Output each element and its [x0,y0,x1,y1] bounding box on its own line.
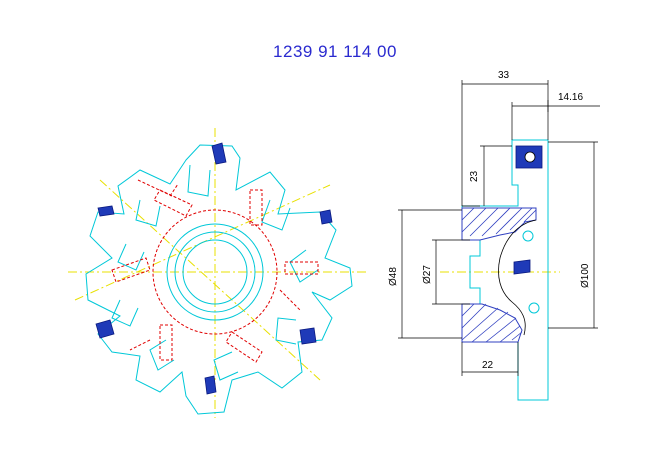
front-centerline-diagonal-2 [99,179,321,381]
hub-circle [174,231,256,313]
dim-insert-width: 14.16 [558,92,583,103]
insert-lower-left [95,319,115,339]
dim-width-total: 33 [498,70,510,81]
side-outline [461,139,549,401]
screw-upper [522,230,534,242]
cutter-outline [85,144,353,415]
dim-outer-dia: Ø100 [580,263,591,288]
dim-hub-dia: Ø48 [388,267,399,286]
hidden-screws [111,179,319,363]
pocket-lines [111,164,319,381]
front-view [68,128,368,418]
side-view: 33 14.16 23 Ø48 Ø27 Ø100 22 [388,70,600,401]
insert-bottom [204,375,217,395]
insert-lower-right [299,327,317,345]
screw-lower [528,302,540,314]
insert-screw-icon [524,151,536,163]
hub-outer-circle [166,223,264,321]
dim-cut-depth: 23 [469,170,480,182]
insert-left [97,205,115,217]
bore-circle [182,239,248,305]
hatched-hub-section [461,207,537,343]
drawing-title: 1239 91 114 00 [273,42,397,61]
dim-hub-width: 22 [482,360,494,371]
dim-bore-dia: Ø27 [422,265,433,284]
insert-top [211,142,227,165]
groove-curve [498,219,537,336]
dimension-lines [398,80,600,376]
side-insert-middle [513,259,531,275]
insert-right [319,209,333,225]
hidden-circle [152,209,278,335]
